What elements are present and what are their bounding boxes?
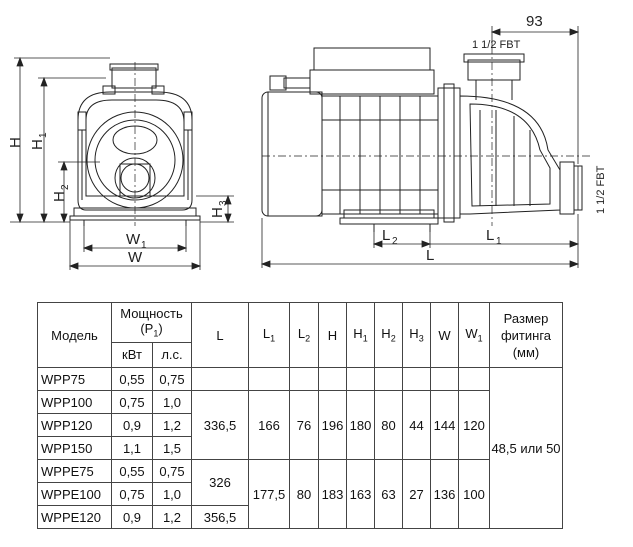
cell-W1: 100 <box>458 459 490 529</box>
cell-H2: 63 <box>374 459 403 529</box>
front-dimensions <box>10 56 234 270</box>
cell-hp: 1,0 <box>152 390 192 414</box>
cell-H2: 80 <box>374 390 403 460</box>
cell-W: 136 <box>430 459 459 529</box>
table-row: WPPE120 0,9 1,2 356,5 <box>37 505 563 529</box>
cell-blank <box>289 367 319 391</box>
header-W: W <box>430 302 459 368</box>
label-W1-sub: 1 <box>141 240 147 251</box>
table-row: WPP120 0,9 1,2 <box>37 413 563 437</box>
cell-kw: 0,75 <box>111 390 153 414</box>
cell-L2: 80 <box>289 459 319 529</box>
cell-hp: 1,2 <box>152 413 192 437</box>
label-H3: H <box>209 207 226 218</box>
front-view <box>69 62 201 226</box>
header-kw: кВт <box>111 341 153 369</box>
label-H1: H <box>29 139 46 150</box>
label-fitting-top: 1 1/2 FBT <box>472 39 521 51</box>
cell-H: 183 <box>318 459 347 529</box>
cell-blank <box>248 367 290 391</box>
spec-table: Модель Мощность (P1) L L1 L2 H H1 H2 H3 … <box>37 302 563 529</box>
header-fitting: Размер фитинга (мм) <box>489 302 563 368</box>
cell-model: WPPE75 <box>37 459 112 483</box>
label-H: H <box>7 137 24 148</box>
cell-hp: 1,2 <box>152 505 192 529</box>
table-row: WPPE75 0,55 0,75 326 177,5 80 183 163 63… <box>37 459 563 529</box>
cell-H1: 163 <box>346 459 375 529</box>
cell-hp: 0,75 <box>152 459 192 483</box>
cell-H3: 27 <box>402 459 431 529</box>
cell-blank <box>191 367 249 391</box>
cell-model: WPP120 <box>37 413 112 437</box>
header-L: L <box>191 302 249 368</box>
header-H3: H3 <box>402 302 431 368</box>
label-H3-sub: 3 <box>218 200 229 206</box>
label-W1: W <box>126 231 141 248</box>
cell-kw: 0,9 <box>111 413 153 437</box>
cell-model: WPPE120 <box>37 505 112 529</box>
header-power: Мощность (P1) <box>111 302 192 343</box>
label-L: L <box>426 247 434 264</box>
table-row: WPP75 0,55 0,75 48,5 или 50 <box>37 367 563 529</box>
cell-H1: 180 <box>346 390 375 460</box>
header-W1: W1 <box>458 302 490 368</box>
cell-L1: 166 <box>248 390 290 460</box>
label-fitting-side: 1 1/2 FBT <box>595 165 607 214</box>
header-row-1: Модель Мощность (P1) L L1 L2 H H1 H2 H3 … <box>37 302 563 368</box>
cell-blank <box>318 367 347 391</box>
cell-kw: 0,9 <box>111 505 153 529</box>
pump-technical-drawing: 93 1 1/2 FBT 1 1/2 FBT H H 1 H 2 H 3 W 1… <box>7 13 607 270</box>
cell-L: 326 <box>191 459 249 506</box>
header-L2: L2 <box>289 302 319 368</box>
cell-H: 196 <box>318 390 347 460</box>
header-row-2: кВт л.с. <box>38 341 563 369</box>
side-view <box>261 46 590 232</box>
cell-fitting-value: 48,5 или 50 <box>489 367 563 529</box>
cell-L1: 177,5 <box>248 459 290 529</box>
cell-blank <box>458 367 490 391</box>
label-93: 93 <box>526 13 543 30</box>
label-L2-sub: 2 <box>392 236 398 247</box>
header-L1: L1 <box>248 302 290 368</box>
cell-blank <box>374 367 403 391</box>
cell-kw: 1,1 <box>111 436 153 460</box>
cell-model: WPP150 <box>37 436 112 460</box>
cell-hp: 1,5 <box>152 436 192 460</box>
label-W: W <box>128 249 143 266</box>
cell-blank <box>346 367 375 391</box>
label-L1-sub: 1 <box>496 236 502 247</box>
cell-kw: 0,55 <box>111 367 153 391</box>
table-row: WPPE100 0,75 1,0 <box>37 482 563 506</box>
cell-kw: 0,75 <box>111 482 153 506</box>
cell-W1: 120 <box>458 390 490 460</box>
header-H1: H1 <box>346 302 375 368</box>
cell-blank <box>430 367 459 391</box>
header-H: H <box>318 302 347 368</box>
cell-W: 144 <box>430 390 459 460</box>
label-H2: H <box>51 191 68 202</box>
header-model: Модель <box>37 302 112 368</box>
header-hp: л.с. <box>152 341 192 369</box>
cell-L: 356,5 <box>191 505 249 529</box>
cell-hp: 1,0 <box>152 482 192 506</box>
side-dimensions <box>260 26 580 268</box>
cell-model: WPP75 <box>37 367 112 391</box>
label-H2-sub: 2 <box>60 184 71 190</box>
label-L1: L <box>486 227 494 244</box>
cell-model: WPPE100 <box>37 482 112 506</box>
label-L2: L <box>382 227 390 244</box>
cell-blank <box>402 367 431 391</box>
cell-L2: 76 <box>289 390 319 460</box>
label-H1-sub: 1 <box>38 132 49 138</box>
cell-L: 336,5 <box>191 390 249 460</box>
cell-kw: 0,55 <box>111 459 153 483</box>
cell-H3: 44 <box>402 390 431 460</box>
cell-model: WPP100 <box>37 390 112 414</box>
cell-hp: 0,75 <box>152 367 192 391</box>
table-row: WPP100 0,75 1,0 336,5 166 76 196 180 80 … <box>37 390 563 460</box>
header-H2: H2 <box>374 302 403 368</box>
